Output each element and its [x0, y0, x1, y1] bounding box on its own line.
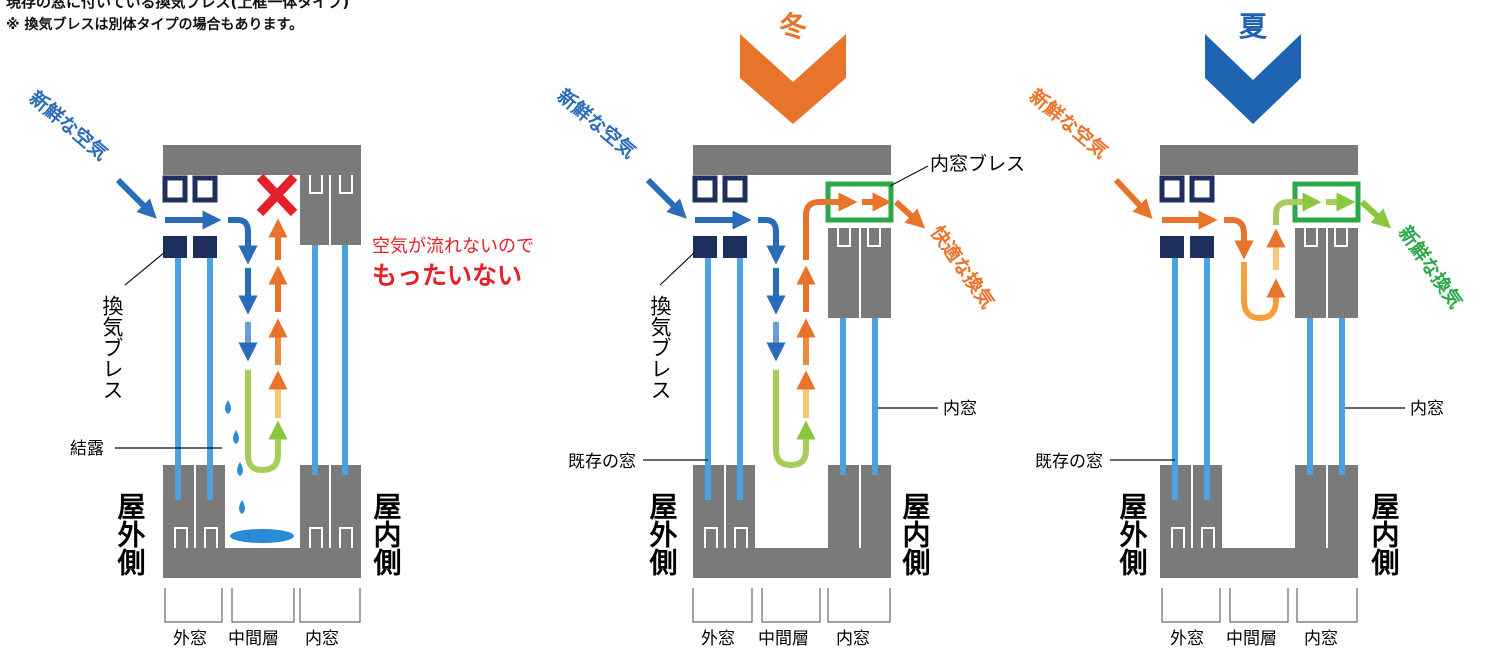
panel-2-winter: 冬 新鮮な空気	[553, 10, 1025, 649]
bottom-label-middle: 中間層	[228, 629, 279, 649]
bottom-frame	[1160, 548, 1358, 578]
frame-groove	[174, 527, 218, 548]
layer-brackets	[692, 588, 891, 623]
existing-window-label: 既存の窓	[1035, 452, 1103, 472]
ventilation-brace	[692, 175, 748, 258]
panel-3-summer: 夏 新鮮な空気 新鮮な換気 既存の	[1025, 10, 1467, 649]
fresh-air-arrow	[1113, 177, 1153, 220]
bottom-frame	[693, 548, 891, 578]
brace-leader-line	[124, 251, 166, 286]
exit-arrow	[1359, 199, 1392, 229]
ventilation-brace	[162, 175, 218, 258]
header-note-line1: 現存の窓に付いている換気ブレス(上框一体タイプ)	[6, 0, 350, 11]
top-frame	[1160, 145, 1358, 175]
u-turn-arrow	[1241, 262, 1286, 322]
frame-groove	[1304, 228, 1348, 247]
existing-window-label: 既存の窓	[568, 452, 636, 472]
inner-window-label: 内窓	[1410, 399, 1444, 419]
season-label-summer: 夏	[1239, 10, 1268, 43]
frame-groove	[837, 228, 881, 247]
condensation-label: 結露	[70, 439, 104, 459]
layer-brackets	[164, 588, 361, 623]
outdoor-label: 屋外側	[114, 492, 147, 576]
u-turn-arrow	[773, 370, 816, 469]
warning-line2: もったいない	[372, 261, 522, 290]
inner-window-label: 内窓	[943, 399, 977, 419]
header-note-line2: ※ 換気ブレスは別体タイプの場合もあります。	[6, 17, 304, 33]
frame-groove	[704, 527, 748, 548]
fresh-air-arrow	[645, 177, 687, 219]
exit-label: 快適な換気	[926, 222, 999, 313]
summer-chevron-icon	[1205, 34, 1301, 124]
condensation-droplets-icon	[225, 400, 294, 543]
fresh-air-label: 新鮮な空気	[25, 86, 113, 165]
brace-label: 換気ブレス	[648, 295, 672, 400]
bottom-label-middle: 中間層	[1226, 629, 1277, 649]
bottom-label-middle: 中間層	[758, 629, 809, 649]
brace-leader-line	[659, 251, 696, 286]
panel-1: 新鮮な空気	[25, 86, 534, 649]
warning-line1: 空気が流れないので	[372, 236, 534, 257]
season-label-winter: 冬	[779, 10, 807, 43]
ventilation-brace	[1159, 175, 1215, 258]
layer-brackets	[1161, 588, 1358, 623]
indoor-label: 屋内側	[370, 492, 403, 576]
bottom-frame	[163, 548, 361, 578]
top-frame	[163, 145, 361, 175]
exit-arrow	[893, 199, 926, 229]
exit-label: 新鮮な換気	[1394, 222, 1467, 313]
fresh-air-arrow	[115, 177, 157, 219]
bottom-label-outer: 外窓	[701, 629, 735, 649]
down-flow-arrow	[758, 217, 786, 265]
down-flow-arrow	[228, 217, 258, 265]
indoor-label: 屋内側	[1368, 492, 1401, 576]
fresh-air-label: 新鮮な空気	[553, 84, 641, 163]
down-flow-arrow	[1224, 217, 1254, 260]
brace-label: 換気ブレス	[100, 295, 124, 400]
frame-groove	[309, 175, 353, 194]
outdoor-label: 屋外側	[646, 492, 679, 576]
bottom-label-outer: 外窓	[1170, 629, 1204, 649]
bottom-label-outer: 外窓	[173, 629, 207, 649]
top-frame	[693, 145, 891, 175]
bottom-label-inner: 内窓	[1304, 629, 1338, 649]
indoor-label: 屋内側	[899, 492, 932, 576]
top-exit-arrow	[1273, 192, 1322, 225]
fresh-air-label: 新鮮な空気	[1025, 84, 1113, 163]
outdoor-label: 屋外側	[1116, 492, 1149, 576]
inner-brace-label: 内窓ブレス	[930, 152, 1025, 175]
inner-brace-leader-line	[889, 165, 929, 187]
frame-groove	[1171, 527, 1215, 548]
u-turn-arrow	[245, 370, 288, 474]
bottom-label-inner: 内窓	[305, 629, 339, 649]
winter-chevron-icon	[740, 34, 846, 124]
top-exit-arrow	[803, 192, 858, 260]
blocked-x-icon	[256, 173, 298, 217]
bottom-label-inner: 内窓	[836, 629, 870, 649]
frame-groove	[309, 527, 353, 548]
